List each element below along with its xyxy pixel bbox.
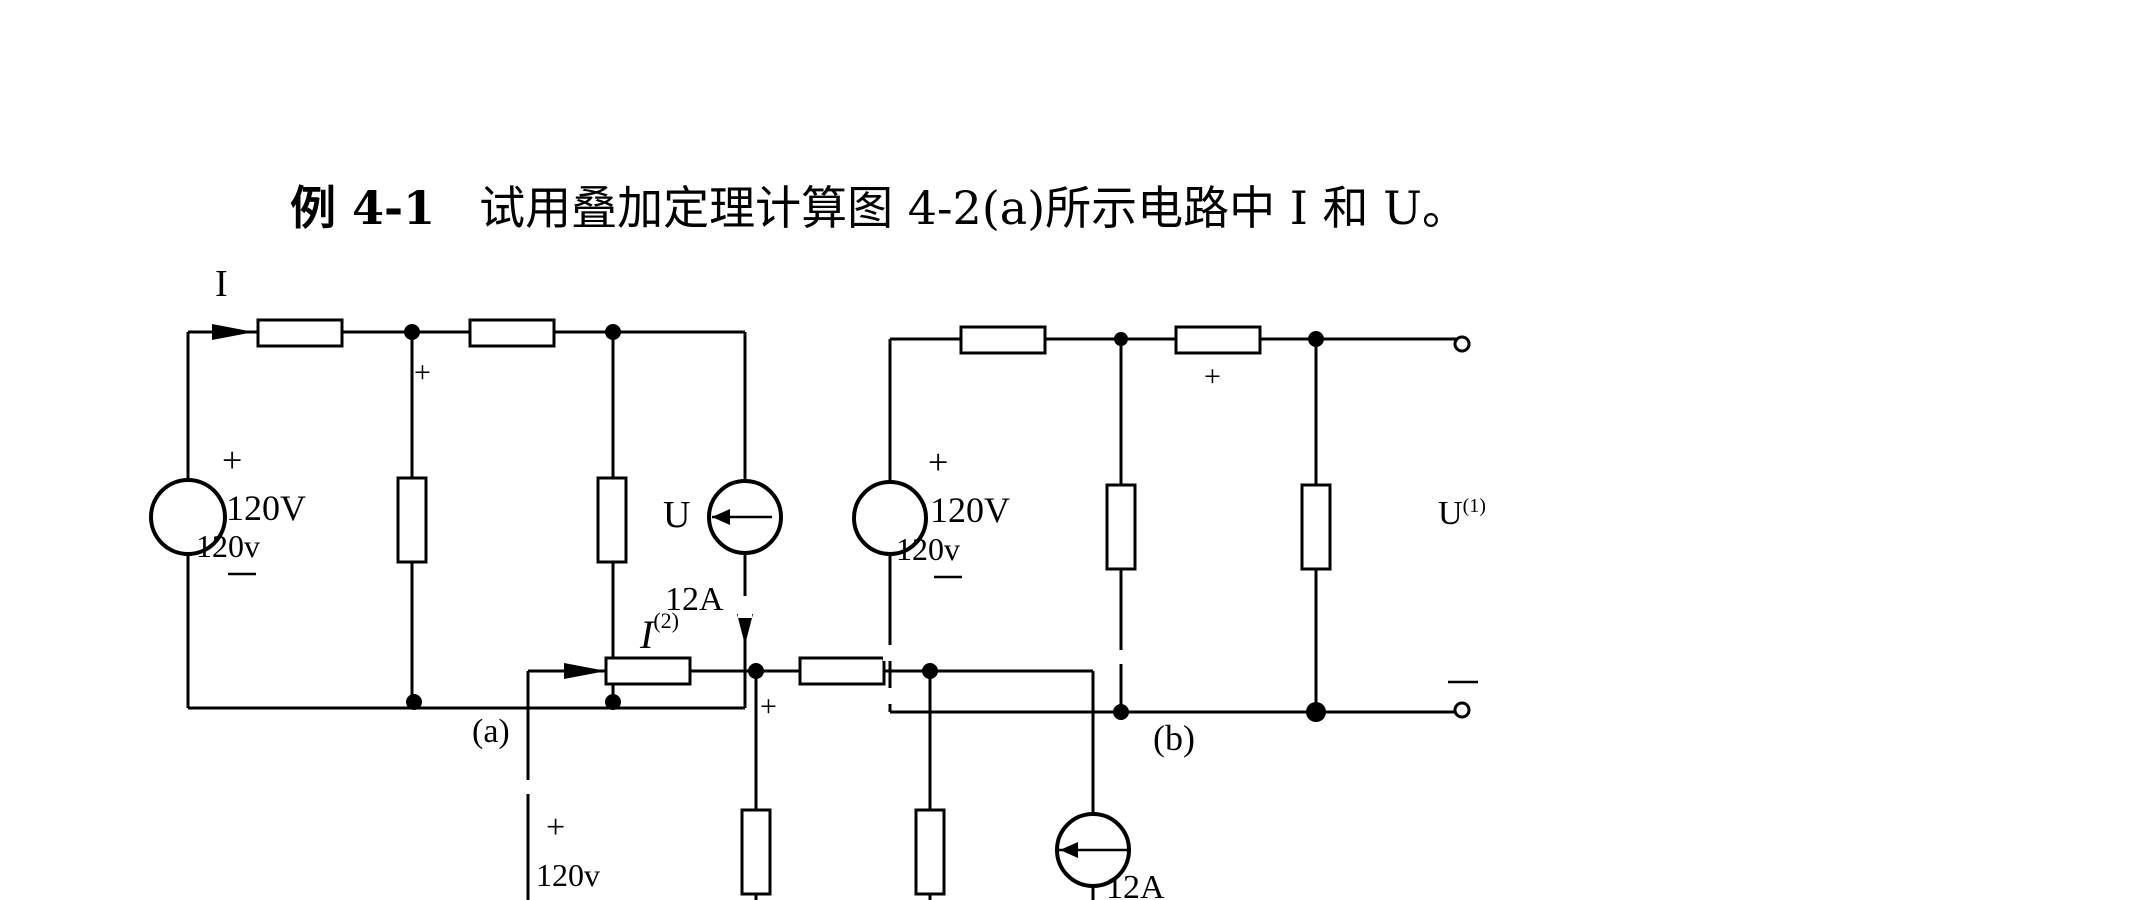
circuit-a: I + 120V 120v + U 12A (a) (149, 263, 783, 750)
caption-a: (a) (472, 713, 510, 750)
overlap-gaps (521, 596, 1128, 794)
current-source-a-arrow-icon (712, 509, 730, 525)
source-b-value-overlap: 120v (896, 531, 960, 567)
junction-dot (1306, 702, 1326, 722)
junction-dot (1114, 332, 1128, 346)
source-a-value: 120V (226, 488, 306, 528)
caption-b: (b) (1153, 718, 1195, 758)
example-heading: 例 4-1 试用叠加定理计算图 4-2(a)所示电路中 I 和 U。 (290, 172, 1468, 238)
gap (738, 596, 752, 618)
current-arrow-icon (212, 324, 254, 340)
node-a-plus-sign: + (414, 356, 431, 389)
source-a-value-overlap: 120v (196, 528, 260, 564)
current-label-i: I (215, 263, 228, 305)
resistor-b-branch-1 (1105, 483, 1137, 571)
junction-dot (1308, 331, 1324, 347)
source-c-plus-sign: + (546, 809, 565, 846)
output-voltage-superscript: (1) (1463, 495, 1486, 517)
junction-dot (922, 663, 938, 679)
source-b-plus-sign: + (928, 442, 948, 482)
example-question: 试用叠加定理计算图 4-2(a)所示电路中 I 和 U。 (479, 181, 1468, 235)
example-number: 例 4-1 (290, 181, 436, 235)
output-terminal-top (1453, 335, 1471, 353)
circuit-c: I(2) + + 120v 12A (526, 553, 1165, 900)
resistor-c-branch-1 (740, 808, 772, 896)
source-b-value: 120V (930, 490, 1010, 530)
gap (521, 780, 535, 794)
node-b-plus-sign: + (1204, 360, 1221, 393)
resistor-c-top-left (604, 656, 692, 686)
circuit-b: + 120V 120v + U(1) (b) (852, 325, 1486, 758)
output-terminal-bottom (1453, 701, 1471, 719)
resistor-c-top-right (798, 656, 886, 686)
junction-dot (605, 324, 621, 340)
junction-dot (1113, 704, 1129, 720)
gap (1114, 650, 1128, 664)
resistor-a-top-right (468, 318, 556, 348)
voltage-source-a (149, 478, 227, 556)
resistor-a-top-left (256, 318, 344, 348)
resistor-b-top-left (959, 325, 1047, 355)
voltage-label-u: U (663, 494, 690, 536)
resistor-b-top-right (1174, 325, 1262, 355)
junction-dot (748, 663, 764, 679)
voltage-source-b (852, 480, 928, 556)
junction-dot (605, 694, 621, 710)
resistor-a-branch-2 (596, 476, 628, 564)
junction-dot (404, 324, 420, 340)
output-voltage-symbol: U (1438, 495, 1463, 532)
injection-arrow-icon (737, 614, 753, 645)
current-i2-superscript: (2) (653, 608, 679, 633)
current-i2-label: I(2) (639, 608, 679, 657)
resistor-a-branch-1 (396, 476, 428, 564)
current-i2-symbol: I (639, 612, 655, 657)
source-a-plus-sign: + (222, 440, 242, 480)
current-source-c-arrow-icon (1060, 842, 1078, 858)
current-source-a-value: 12A (665, 581, 724, 618)
gap (883, 645, 897, 661)
junction-dot (406, 694, 422, 710)
gap (883, 688, 897, 704)
resistor-c-branch-2 (914, 808, 946, 896)
current-i2-arrow-icon (564, 663, 606, 679)
node-c-plus-sign: + (760, 690, 777, 723)
source-c-value: 120v (536, 857, 600, 893)
resistor-b-branch-2 (1300, 483, 1332, 571)
current-source-c-value: 12A (1106, 869, 1165, 900)
output-voltage-label: U(1) (1438, 495, 1486, 532)
